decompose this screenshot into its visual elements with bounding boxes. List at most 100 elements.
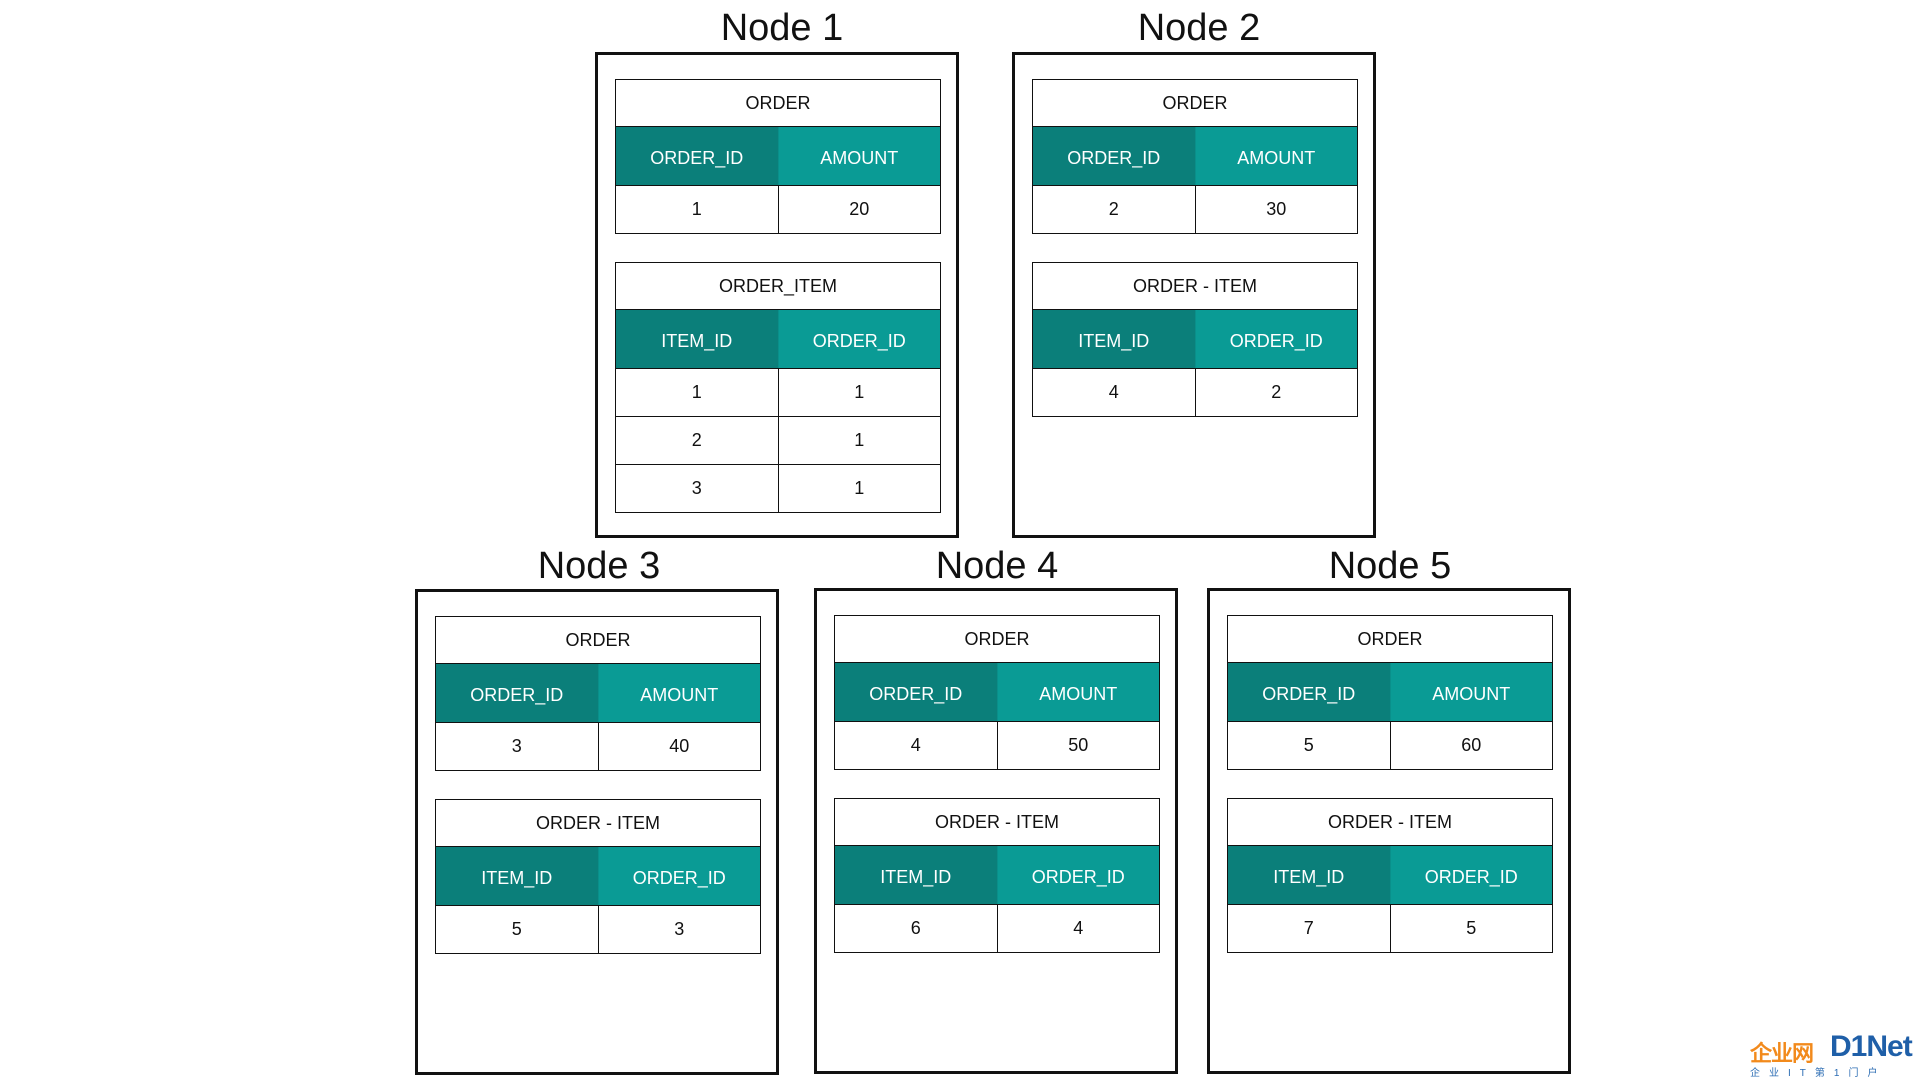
node-title: Node 1 (720, 7, 844, 49)
table-cell: 5 (1389, 905, 1553, 952)
header-cell: ORDER_ID (835, 663, 997, 721)
header-cell: AMOUNT (1194, 127, 1357, 185)
header-cell: AMOUNT (996, 663, 1159, 721)
table-cell: 2 (691, 430, 702, 450)
table-header-row: ITEM_ID ORDER_ID (1228, 846, 1552, 904)
table-title: ORDER - ITEM (1228, 799, 1552, 846)
order-table: ORDER ORDER_ID AMOUNT 3 40 (435, 616, 761, 771)
watermark-logo: 企业网 D1Net 企业IT第1门户 (1750, 1030, 1920, 1080)
table-cell: 2 (1194, 369, 1358, 416)
node-box: ORDER ORDER_ID AMOUNT 2 30 ORDER - ITEM … (1012, 52, 1376, 538)
table-cell: 50 (996, 722, 1160, 769)
table-title: ORDER - ITEM (835, 799, 1159, 846)
table-title: ORDER - ITEM (436, 800, 760, 847)
header-cell: ORDER_ID (597, 847, 760, 905)
header-cell: ORDER_ID (1033, 127, 1195, 185)
table-row: 7 5 (1228, 904, 1552, 952)
header-cell: ITEM_ID (436, 847, 598, 905)
header-cell: ORDER_ID (1389, 846, 1552, 904)
header-cell: ORDER_ID (616, 127, 778, 185)
table-cell: 20 (777, 186, 941, 233)
table-row: 6 4 (835, 904, 1159, 952)
table-title: ORDER (436, 617, 760, 664)
table-row: 4 2 (1033, 368, 1357, 416)
table-row: 5 60 (1228, 721, 1552, 769)
table-cell: 60 (1389, 722, 1553, 769)
node-box: ORDER ORDER_ID AMOUNT 3 40 ORDER - ITEM … (415, 589, 779, 1075)
table-cell: 1 (777, 465, 941, 512)
table-cell: 5 (511, 919, 522, 939)
table-row: 5 3 (436, 905, 760, 953)
node-title: Node 2 (1137, 7, 1261, 49)
header-cell: AMOUNT (597, 664, 760, 722)
table-row: 3 40 (436, 722, 760, 770)
table-cell: 1 (777, 417, 941, 464)
table-header-row: ITEM_ID ORDER_ID (436, 847, 760, 905)
header-cell: ITEM_ID (1228, 846, 1390, 904)
table-header-row: ORDER_ID AMOUNT (436, 664, 760, 722)
node-title: Node 5 (1328, 545, 1452, 587)
table-title: ORDER (835, 616, 1159, 663)
table-cell: 3 (691, 478, 702, 498)
table-header-row: ORDER_ID AMOUNT (835, 663, 1159, 721)
header-cell: ORDER_ID (777, 310, 940, 368)
table-header-row: ORDER_ID AMOUNT (1033, 127, 1357, 185)
table-title: ORDER_ITEM (616, 263, 940, 310)
watermark-en-text: D1Net (1830, 1030, 1913, 1063)
header-cell: ITEM_ID (616, 310, 778, 368)
node-box: ORDER ORDER_ID AMOUNT 4 50 ORDER - ITEM … (814, 588, 1178, 1074)
table-cell: 1 (691, 199, 702, 219)
header-cell: ORDER_ID (436, 664, 598, 722)
header-cell: AMOUNT (1389, 663, 1552, 721)
table-row: 1 20 (616, 185, 940, 233)
order-table: ORDER ORDER_ID AMOUNT 4 50 (834, 615, 1160, 770)
table-row: 3 1 (616, 464, 940, 512)
table-row: 1 1 (616, 368, 940, 416)
order-table: ORDER ORDER_ID AMOUNT 1 20 (615, 79, 941, 234)
table-cell: 6 (910, 918, 921, 938)
table-cell: 1 (777, 369, 941, 416)
order-table: ORDER ORDER_ID AMOUNT 5 60 (1227, 615, 1553, 770)
table-cell: 2 (1108, 199, 1119, 219)
table-title: ORDER (1033, 80, 1357, 127)
table-cell: 1 (691, 382, 702, 402)
node-title: Node 4 (935, 545, 1059, 587)
table-cell: 40 (597, 723, 761, 770)
table-cell: 4 (1108, 382, 1119, 402)
node-box: ORDER ORDER_ID AMOUNT 1 20 ORDER_ITEM IT… (595, 52, 959, 538)
order-item-table: ORDER - ITEM ITEM_ID ORDER_ID 6 4 (834, 798, 1160, 953)
table-cell: 30 (1194, 186, 1358, 233)
order-item-table: ORDER_ITEM ITEM_ID ORDER_ID 1 1 2 1 3 1 (615, 262, 941, 513)
table-header-row: ORDER_ID AMOUNT (616, 127, 940, 185)
table-header-row: ITEM_ID ORDER_ID (835, 846, 1159, 904)
table-header-row: ITEM_ID ORDER_ID (616, 310, 940, 368)
node-box: ORDER ORDER_ID AMOUNT 5 60 ORDER - ITEM … (1207, 588, 1571, 1074)
watermark-sub-text: 企业IT第1门户 (1750, 1068, 1887, 1079)
order-table: ORDER ORDER_ID AMOUNT 2 30 (1032, 79, 1358, 234)
table-cell: 4 (910, 735, 921, 755)
header-cell: ORDER_ID (1228, 663, 1390, 721)
table-cell: 7 (1303, 918, 1314, 938)
header-cell: ITEM_ID (1033, 310, 1195, 368)
table-header-row: ORDER_ID AMOUNT (1228, 663, 1552, 721)
header-cell: ITEM_ID (835, 846, 997, 904)
table-header-row: ITEM_ID ORDER_ID (1033, 310, 1357, 368)
table-cell: 5 (1303, 735, 1314, 755)
header-cell: ORDER_ID (1194, 310, 1357, 368)
table-row: 2 30 (1033, 185, 1357, 233)
table-title: ORDER - ITEM (1033, 263, 1357, 310)
header-cell: ORDER_ID (996, 846, 1159, 904)
order-item-table: ORDER - ITEM ITEM_ID ORDER_ID 4 2 (1032, 262, 1358, 417)
table-title: ORDER (616, 80, 940, 127)
table-cell: 3 (511, 736, 522, 756)
table-cell: 4 (996, 905, 1160, 952)
table-row: 4 50 (835, 721, 1159, 769)
table-row: 2 1 (616, 416, 940, 464)
table-cell: 3 (597, 906, 761, 953)
watermark-cn-text: 企业网 (1750, 1041, 1814, 1066)
node-title: Node 3 (537, 545, 661, 587)
table-title: ORDER (1228, 616, 1552, 663)
order-item-table: ORDER - ITEM ITEM_ID ORDER_ID 5 3 (435, 799, 761, 954)
header-cell: AMOUNT (777, 127, 940, 185)
